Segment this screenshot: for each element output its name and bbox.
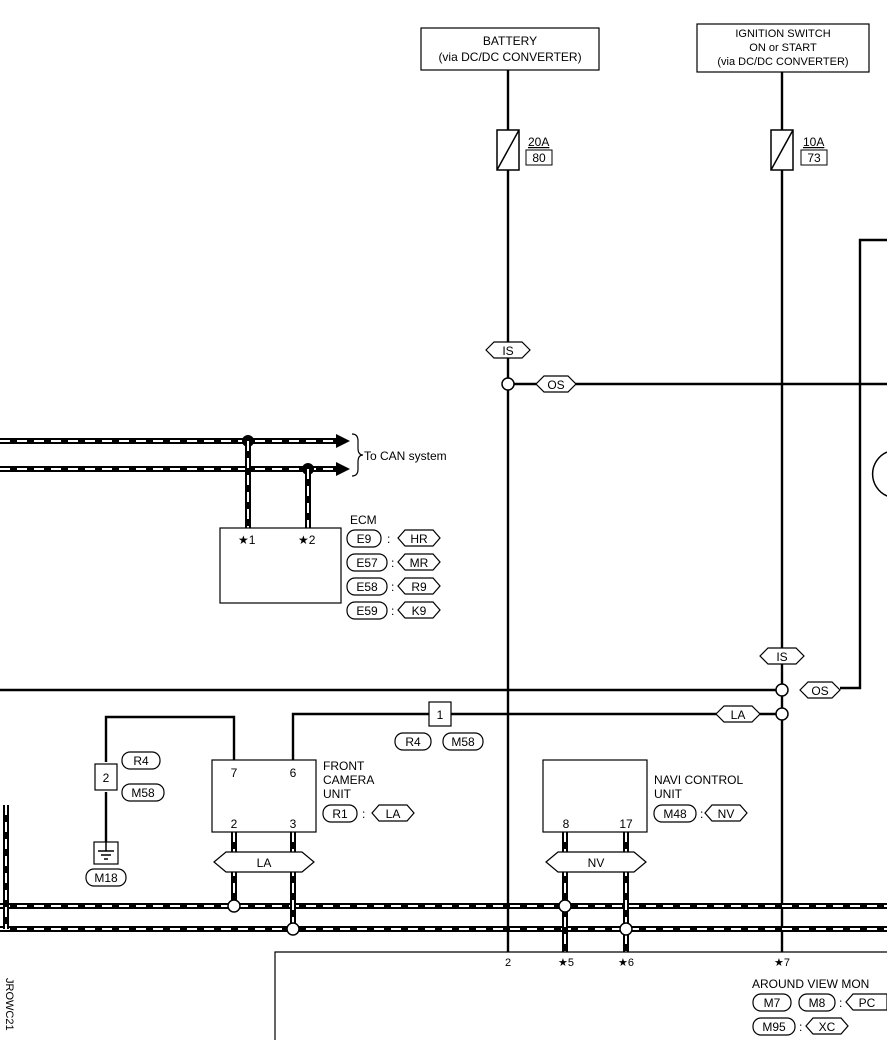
- avm-pin-2: 2: [505, 957, 511, 969]
- tag-os-top: OS: [535, 375, 577, 393]
- avm-conn-c: M95: [762, 1020, 786, 1034]
- tag-is-top: IS: [485, 341, 531, 359]
- ecm-title: ECM: [350, 513, 377, 527]
- tag-la-camera-label: LA: [257, 856, 272, 870]
- tag-is-bottom: IS: [759, 647, 805, 665]
- navi-code: NV: [718, 807, 735, 821]
- camera-title-3: UNIT: [323, 787, 352, 801]
- navi-title-2: UNIT: [654, 787, 683, 801]
- avm-pin-5: ★5: [558, 957, 574, 969]
- side-code: JROWC21: [3, 978, 15, 1031]
- svg-text:E58: E58: [356, 580, 378, 594]
- tag-la-right: LA: [715, 705, 761, 723]
- tag-la-camera: LA: [213, 851, 315, 873]
- avm-title: AROUND VIEW MON: [752, 977, 869, 991]
- navi-pin-8: 8: [563, 817, 570, 831]
- svg-text:E57: E57: [356, 556, 378, 570]
- svg-text:E9: E9: [357, 532, 372, 546]
- ecm-connector-list: E9 : HR E57 : MR E58 : R9 E59 : K9: [346, 529, 441, 620]
- fuse-20a-rating: 20A: [528, 135, 549, 149]
- ground-conn: M18: [94, 871, 118, 885]
- tag-la-right-label: LA: [731, 708, 746, 722]
- joint-2-conn-b: M58: [131, 786, 155, 800]
- junction-is-top: [501, 377, 515, 391]
- navi-title-1: NAVI CONTROL: [654, 773, 743, 787]
- navi-conn: M48: [663, 807, 687, 821]
- ecm-pin-1: ★1: [238, 533, 256, 547]
- tag-os-top-label: OS: [547, 378, 564, 392]
- camera-pin-2: 2: [231, 817, 238, 831]
- camera-pin-6: 6: [290, 766, 297, 780]
- joint-1-number: 1: [437, 708, 444, 722]
- camera-title-1: FRONT: [323, 759, 365, 773]
- svg-text::: :: [839, 996, 842, 1010]
- svg-text:HR: HR: [410, 532, 428, 546]
- avm-pin-7: ★7: [774, 957, 790, 969]
- avm-code-c: XC: [819, 1020, 836, 1034]
- fuse-10a: 10A 73: [770, 129, 828, 171]
- svg-text::: :: [362, 807, 365, 821]
- camera-pin-7: 7: [231, 766, 238, 780]
- junction-is-bottom: [775, 683, 789, 697]
- svg-text::: :: [391, 580, 394, 594]
- ecm-connector-row: E59 : K9: [346, 601, 441, 620]
- svg-text::: :: [391, 604, 394, 618]
- joint-connector-2: 2 R4 M58: [94, 751, 165, 802]
- around-view-monitor-unit: 2 ★5 ★6 ★7 AROUND VIEW MON M7 M8 : PC M9…: [274, 951, 887, 1040]
- svg-text::: :: [700, 807, 703, 821]
- power-wires: [0, 70, 887, 952]
- svg-text:E59: E59: [356, 604, 378, 618]
- ground-symbol: M18: [85, 841, 127, 887]
- joint-1-conn-a: R4: [405, 735, 421, 749]
- ecm-connector-row: E9 : HR: [346, 529, 441, 548]
- fuse-20a: 20A 80: [496, 129, 553, 171]
- camera-conn: R1: [332, 807, 348, 821]
- svg-text:R9: R9: [411, 580, 427, 594]
- tag-is-bottom-label: IS: [776, 650, 787, 664]
- tag-os-bottom: OS: [799, 681, 841, 699]
- avm-code-a: PC: [859, 996, 876, 1010]
- ecm-pin-2: ★2: [298, 533, 316, 547]
- joint-2-conn-a: R4: [133, 754, 149, 768]
- joint-2-number: 2: [103, 771, 110, 785]
- fuse-20a-number: 80: [532, 151, 546, 165]
- svg-text::: :: [387, 532, 390, 546]
- ignition-label-line2: ON or START: [749, 42, 817, 54]
- navi-control-unit: 8 17 NAVI CONTROL UNIT M48 : NV: [542, 759, 748, 833]
- ecm-connector-row: E57 : MR: [346, 553, 441, 572]
- ignition-source-box: IGNITION SWITCH ON or START (via DC/DC C…: [696, 23, 870, 73]
- camera-title-2: CAMERA: [323, 773, 374, 787]
- ignition-label-line1: IGNITION SWITCH: [735, 28, 830, 40]
- tag-os-bottom-label: OS: [811, 684, 828, 698]
- ecm-connector-row: E58 : R9: [346, 577, 441, 596]
- tag-nv-navi-label: NV: [588, 856, 605, 870]
- joint-1-conn-b: M58: [451, 735, 475, 749]
- tag-nv-navi: NV: [545, 851, 647, 873]
- avm-conn-b: M8: [809, 996, 826, 1010]
- fuse-10a-rating: 10A: [803, 135, 824, 149]
- tag-is-top-label: IS: [502, 344, 513, 358]
- battery-label-line2: (via DC/DC CONVERTER): [438, 50, 581, 64]
- svg-text:MR: MR: [410, 556, 429, 570]
- svg-text::: :: [391, 556, 394, 570]
- navi-pin-17: 17: [619, 817, 633, 831]
- junction-la: [775, 707, 789, 721]
- can-label: To CAN system: [364, 449, 447, 463]
- svg-text::: :: [799, 1020, 802, 1034]
- svg-text:K9: K9: [412, 604, 427, 618]
- partial-connector-circle: [871, 451, 887, 497]
- battery-source-box: BATTERY (via DC/DC CONVERTER): [420, 27, 600, 71]
- camera-code: LA: [386, 807, 401, 821]
- ecm-unit: ★1 ★2 ECM: [219, 513, 377, 604]
- front-camera-unit: 7 6 2 3 FRONT CAMERA UNIT R1 : LA: [211, 759, 415, 833]
- fuse-10a-number: 73: [807, 151, 821, 165]
- avm-conn-a: M7: [764, 996, 781, 1010]
- avm-pin-6: ★6: [618, 957, 634, 969]
- can-lines: To CAN system: [0, 433, 887, 952]
- battery-label-line1: BATTERY: [483, 34, 537, 48]
- ignition-label-line3: (via DC/DC CONVERTER): [717, 56, 848, 68]
- camera-pin-3: 3: [290, 817, 297, 831]
- joint-connector-1: 1 R4 M58: [394, 701, 484, 751]
